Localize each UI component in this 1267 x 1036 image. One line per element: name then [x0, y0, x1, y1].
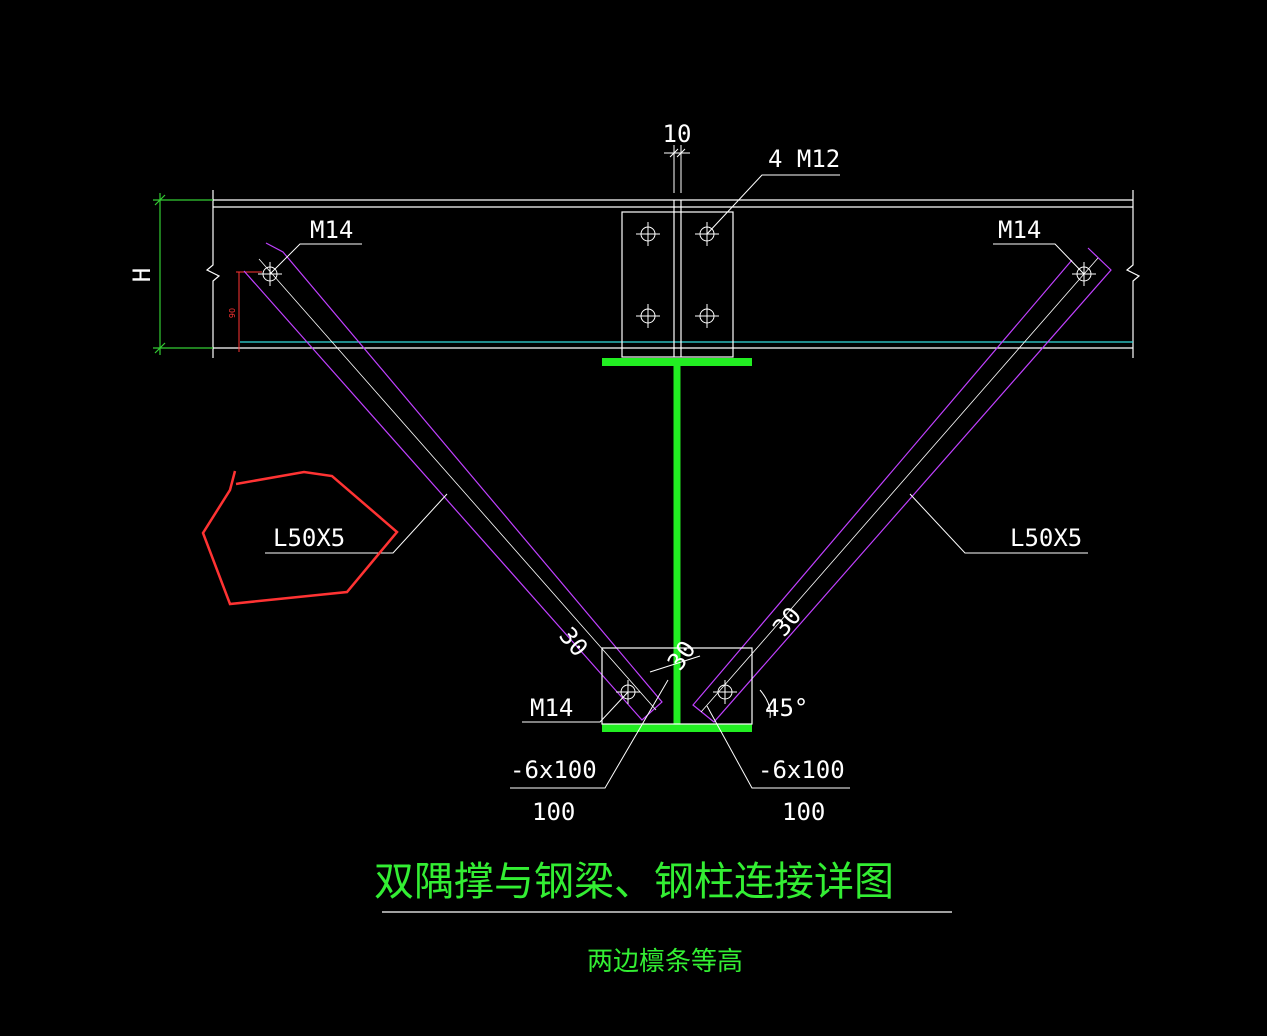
small-dim-label: 90 — [228, 308, 237, 318]
edge-right-label: 30 — [767, 602, 807, 642]
steel-beam — [205, 190, 1141, 358]
bolt-right-leader — [993, 243, 1085, 275]
brace-right-leader — [909, 493, 1088, 554]
top-dimension — [664, 145, 690, 193]
bolt-right-label: M14 — [998, 216, 1041, 244]
brace-left — [243, 242, 663, 721]
bolt-left-label: M14 — [310, 216, 353, 244]
plate-left-length: 100 — [532, 798, 575, 826]
height-label: H — [128, 268, 156, 282]
steel-column — [602, 358, 752, 732]
plate-left-leader — [510, 679, 669, 789]
plate-right-leader — [706, 705, 850, 789]
brace-left-leader — [265, 493, 448, 554]
small-red-dimension — [236, 271, 262, 352]
edge-center-dim — [649, 655, 701, 673]
drawing-title: 双隅撑与钢梁、钢柱连接详图 — [374, 859, 894, 905]
height-dimension — [153, 193, 213, 355]
bolt-bottom-label: M14 — [530, 694, 573, 722]
bolt-left-leader — [269, 243, 362, 275]
brace-right-inner — [700, 257, 1099, 713]
connection-plate — [621, 200, 734, 358]
top-dim-label: 10 — [663, 120, 692, 148]
bolt-bottom-leader — [522, 691, 629, 723]
plate-left-spec: -6x100 — [510, 756, 597, 784]
bolts-top-label: 4 M12 — [768, 145, 840, 173]
brace-left-inner — [258, 258, 657, 711]
angle-label: 45° — [765, 694, 808, 722]
drawing-subtitle: 两边檩条等高 — [587, 947, 743, 977]
edge-center-label: 30 — [662, 636, 702, 676]
bottom-gusset-plate — [601, 647, 753, 725]
brace-left-label: L50X5 — [273, 524, 345, 552]
bolt-bottom-right — [713, 680, 737, 704]
bolts-top-leader — [706, 174, 840, 235]
revision-cloud — [201, 470, 399, 606]
bolt-group-top — [636, 222, 719, 328]
brace-right-label: L50X5 — [1010, 524, 1082, 552]
edge-left-label: 30 — [553, 622, 593, 662]
plate-right-spec: -6x100 — [758, 756, 845, 784]
brace-right — [692, 247, 1112, 723]
plate-right-length: 100 — [782, 798, 825, 826]
angle-arc — [759, 689, 771, 719]
